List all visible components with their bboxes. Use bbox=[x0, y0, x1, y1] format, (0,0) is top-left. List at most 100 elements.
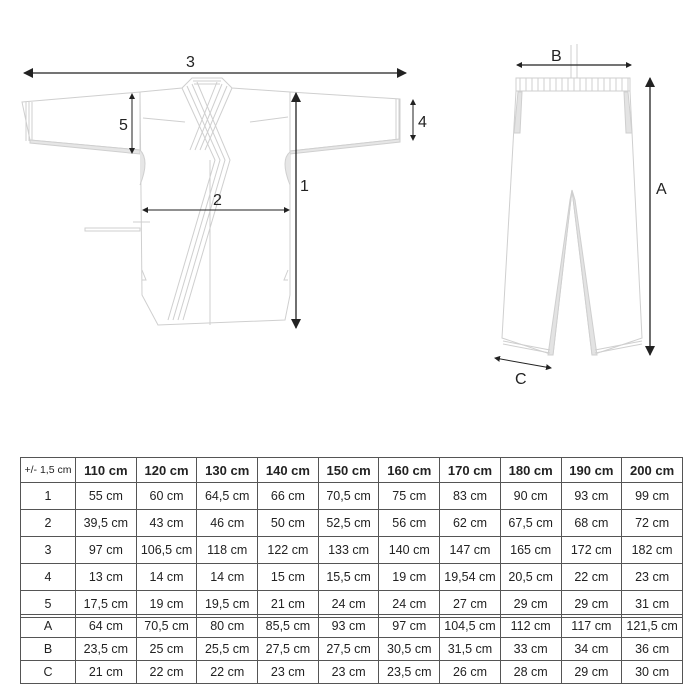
table-cell: 68 cm bbox=[560, 509, 623, 537]
size-header: 110 cm bbox=[75, 457, 137, 483]
table-cell: 23 cm bbox=[257, 660, 319, 684]
table-cell: 121,5 cm bbox=[621, 614, 683, 638]
table-cell: 23,5 cm bbox=[75, 637, 137, 661]
jacket-size-table: +/- 1,5 cm 110 cm 120 cm 130 cm 140 cm 1… bbox=[20, 457, 683, 618]
table-cell: 25 cm bbox=[135, 637, 198, 661]
table-cell: 15,5 cm bbox=[317, 563, 380, 591]
table-cell: 56 cm bbox=[378, 509, 441, 537]
table-cell: 14 cm bbox=[196, 563, 259, 591]
size-header: 190 cm bbox=[560, 457, 623, 483]
table-cell: 80 cm bbox=[196, 614, 259, 638]
table-cell: 55 cm bbox=[75, 482, 137, 510]
table-cell: 22 cm bbox=[560, 563, 623, 591]
table-cell: 64 cm bbox=[75, 614, 137, 638]
table-cell: 29 cm bbox=[499, 590, 562, 618]
table-cell: 43 cm bbox=[135, 509, 198, 537]
row-label: 4 bbox=[20, 563, 76, 591]
table-cell: 99 cm bbox=[621, 482, 683, 510]
row-label: 3 bbox=[20, 536, 76, 564]
table-cell: 93 cm bbox=[560, 482, 623, 510]
table-row: B 23,5 cm 25 cm 25,5 cm 27,5 cm 27,5 cm … bbox=[20, 637, 683, 661]
table-cell: 172 cm bbox=[560, 536, 623, 564]
table-cell: 104,5 cm bbox=[439, 614, 501, 638]
table-cell: 27 cm bbox=[439, 590, 501, 618]
table-header-row: +/- 1,5 cm 110 cm 120 cm 130 cm 140 cm 1… bbox=[20, 457, 683, 483]
table-cell: 46 cm bbox=[196, 509, 259, 537]
dimension-3-label: 3 bbox=[186, 54, 195, 71]
table-cell: 60 cm bbox=[135, 482, 198, 510]
dimension-c-arrow bbox=[494, 355, 552, 371]
table-cell: 97 cm bbox=[378, 614, 441, 638]
table-cell: 182 cm bbox=[621, 536, 683, 564]
table-cell: 19 cm bbox=[378, 563, 441, 591]
table-row: C 21 cm 22 cm 22 cm 23 cm 23 cm 23,5 cm … bbox=[20, 660, 683, 684]
table-cell: 23 cm bbox=[621, 563, 683, 591]
size-header: 120 cm bbox=[135, 457, 198, 483]
table-cell: 64,5 cm bbox=[196, 482, 259, 510]
table-cell: 30 cm bbox=[621, 660, 683, 684]
table-cell: 21 cm bbox=[75, 660, 137, 684]
table-cell: 31,5 cm bbox=[439, 637, 501, 661]
table-cell: 118 cm bbox=[196, 536, 259, 564]
table-row: 3 97 cm 106,5 cm 118 cm 122 cm 133 cm 14… bbox=[20, 536, 683, 564]
table-cell: 24 cm bbox=[378, 590, 441, 618]
dimension-4-label: 4 bbox=[418, 114, 427, 131]
row-label: 2 bbox=[20, 509, 76, 537]
table-cell: 70,5 cm bbox=[317, 482, 380, 510]
size-header: 170 cm bbox=[439, 457, 501, 483]
table-cell: 14 cm bbox=[135, 563, 198, 591]
table-cell: 19,54 cm bbox=[439, 563, 501, 591]
table-cell: 147 cm bbox=[439, 536, 501, 564]
table-cell: 31 cm bbox=[621, 590, 683, 618]
jacket-drawing bbox=[21, 77, 401, 326]
row-label: 1 bbox=[20, 482, 76, 510]
size-header: 200 cm bbox=[621, 457, 683, 483]
table-row: 4 13 cm 14 cm 14 cm 15 cm 15,5 cm 19 cm … bbox=[20, 563, 683, 591]
table-cell: 75 cm bbox=[378, 482, 441, 510]
size-header: 150 cm bbox=[317, 457, 380, 483]
pants-drawing bbox=[501, 44, 643, 356]
table-cell: 24 cm bbox=[317, 590, 380, 618]
dimension-1-label: 1 bbox=[300, 178, 309, 195]
table-cell: 20,5 cm bbox=[499, 563, 562, 591]
table-cell: 23,5 cm bbox=[378, 660, 441, 684]
table-cell: 93 cm bbox=[317, 614, 380, 638]
table-cell: 67,5 cm bbox=[499, 509, 562, 537]
size-diagram: 3 1 2 5 4 B A C bbox=[21, 44, 667, 388]
table-cell: 27,5 cm bbox=[317, 637, 380, 661]
table-cell: 34 cm bbox=[560, 637, 623, 661]
table-cell: 22 cm bbox=[135, 660, 198, 684]
row-label: B bbox=[20, 637, 76, 661]
table-cell: 29 cm bbox=[560, 660, 623, 684]
table-cell: 106,5 cm bbox=[135, 536, 198, 564]
size-header: 130 cm bbox=[196, 457, 259, 483]
table-cell: 70,5 cm bbox=[135, 614, 198, 638]
dimension-b-label: B bbox=[551, 48, 562, 65]
table-cell: 66 cm bbox=[257, 482, 319, 510]
row-label: 5 bbox=[20, 590, 76, 618]
table-cell: 33 cm bbox=[499, 637, 562, 661]
size-header: 180 cm bbox=[499, 457, 562, 483]
row-label: A bbox=[20, 614, 76, 638]
table-cell: 30,5 cm bbox=[378, 637, 441, 661]
table-cell: 15 cm bbox=[257, 563, 319, 591]
table-cell: 25,5 cm bbox=[196, 637, 259, 661]
table-row: A 64 cm 70,5 cm 80 cm 85,5 cm 93 cm 97 c… bbox=[20, 614, 683, 638]
table-cell: 112 cm bbox=[499, 614, 562, 638]
table-cell: 52,5 cm bbox=[317, 509, 380, 537]
table-cell: 50 cm bbox=[257, 509, 319, 537]
table-cell: 117 cm bbox=[560, 614, 623, 638]
dimension-2-label: 2 bbox=[213, 192, 222, 209]
table-row: 1 55 cm 60 cm 64,5 cm 66 cm 70,5 cm 75 c… bbox=[20, 482, 683, 510]
table-cell: 62 cm bbox=[439, 509, 501, 537]
table-cell: 85,5 cm bbox=[257, 614, 319, 638]
table-cell: 26 cm bbox=[439, 660, 501, 684]
table-cell: 83 cm bbox=[439, 482, 501, 510]
size-header: 160 cm bbox=[378, 457, 441, 483]
tolerance-cell: +/- 1,5 cm bbox=[20, 457, 76, 483]
table-cell: 133 cm bbox=[317, 536, 380, 564]
table-cell: 90 cm bbox=[499, 482, 562, 510]
table-cell: 23 cm bbox=[317, 660, 380, 684]
table-cell: 36 cm bbox=[621, 637, 683, 661]
table-cell: 165 cm bbox=[499, 536, 562, 564]
